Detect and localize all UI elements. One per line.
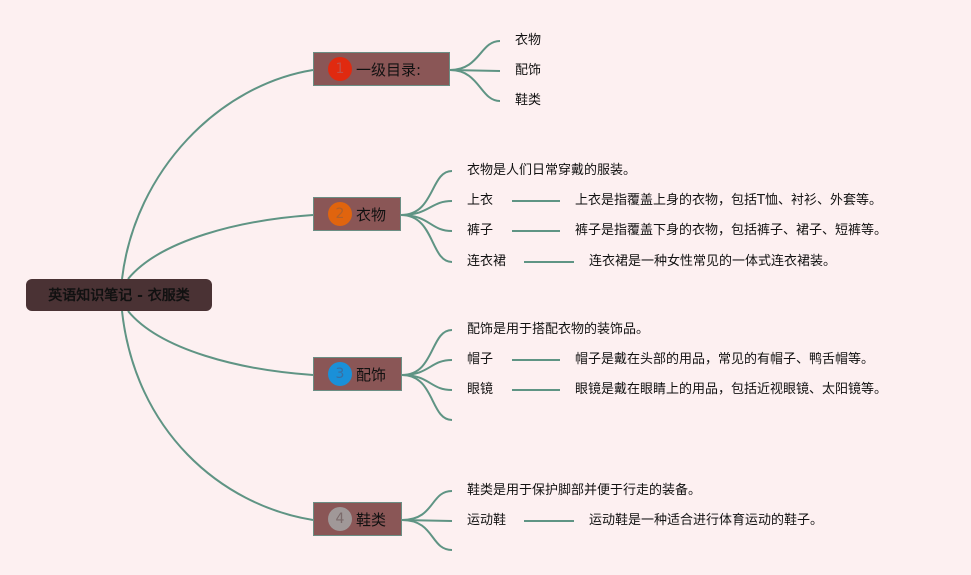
subtopic-intro[interactable]: 鞋类是用于保护脚部并便于行走的装备。 xyxy=(467,483,702,498)
subtopic-term[interactable]: 裤子 xyxy=(467,223,494,238)
subtopic[interactable]: 配饰 xyxy=(515,63,542,78)
subtopic-desc[interactable]: 上衣是指覆盖上身的衣物，包括T恤、衬衫、外套等。 xyxy=(575,193,882,208)
subtopic-desc[interactable]: 帽子是戴在头部的用品，常见的有帽子、鸭舌帽等。 xyxy=(575,352,875,367)
subtopic-desc[interactable]: 裤子是指覆盖下身的衣物，包括裤子、裙子、短裤等。 xyxy=(575,223,888,238)
topic-node-2[interactable]: 2 衣物 xyxy=(313,197,401,231)
root-title: 英语知识笔记 - 衣服类 xyxy=(48,288,190,304)
number-badge-icon: 4 xyxy=(328,507,352,531)
subtopic-term[interactable]: 帽子 xyxy=(467,352,494,367)
subtopic-term[interactable]: 连衣裙 xyxy=(467,254,507,269)
number-badge-icon: 3 xyxy=(328,362,352,386)
root-node[interactable]: 英语知识笔记 - 衣服类 xyxy=(26,279,212,311)
number-badge-icon: 2 xyxy=(328,202,352,226)
subtopic[interactable]: 衣物 xyxy=(515,33,542,48)
topic-label: 鞋类 xyxy=(356,510,387,529)
subtopic-intro[interactable]: 配饰是用于搭配衣物的装饰品。 xyxy=(467,322,650,337)
number-badge-icon: 1 xyxy=(328,57,352,81)
subtopic-term[interactable]: 运动鞋 xyxy=(467,513,507,528)
subtopic-desc[interactable]: 眼镜是戴在眼睛上的用品，包括近视眼镜、太阳镜等。 xyxy=(575,382,888,397)
topic-label: 一级目录: xyxy=(356,60,422,79)
subtopic-desc[interactable]: 连衣裙是一种女性常见的一体式连衣裙装。 xyxy=(589,254,837,269)
topic-label: 衣物 xyxy=(356,205,387,224)
topic-node-4[interactable]: 4 鞋类 xyxy=(313,502,402,536)
topic-label: 配饰 xyxy=(356,365,387,384)
subtopic-term[interactable]: 上衣 xyxy=(467,193,494,208)
topic-node-1[interactable]: 1 一级目录: xyxy=(313,52,450,86)
subtopic-term[interactable]: 眼镜 xyxy=(467,382,494,397)
subtopic[interactable]: 鞋类 xyxy=(515,93,542,108)
topic-node-3[interactable]: 3 配饰 xyxy=(313,357,402,391)
subtopic-desc[interactable]: 运动鞋是一种适合进行体育运动的鞋子。 xyxy=(589,513,824,528)
subtopic-intro[interactable]: 衣物是人们日常穿戴的服装。 xyxy=(467,163,637,178)
